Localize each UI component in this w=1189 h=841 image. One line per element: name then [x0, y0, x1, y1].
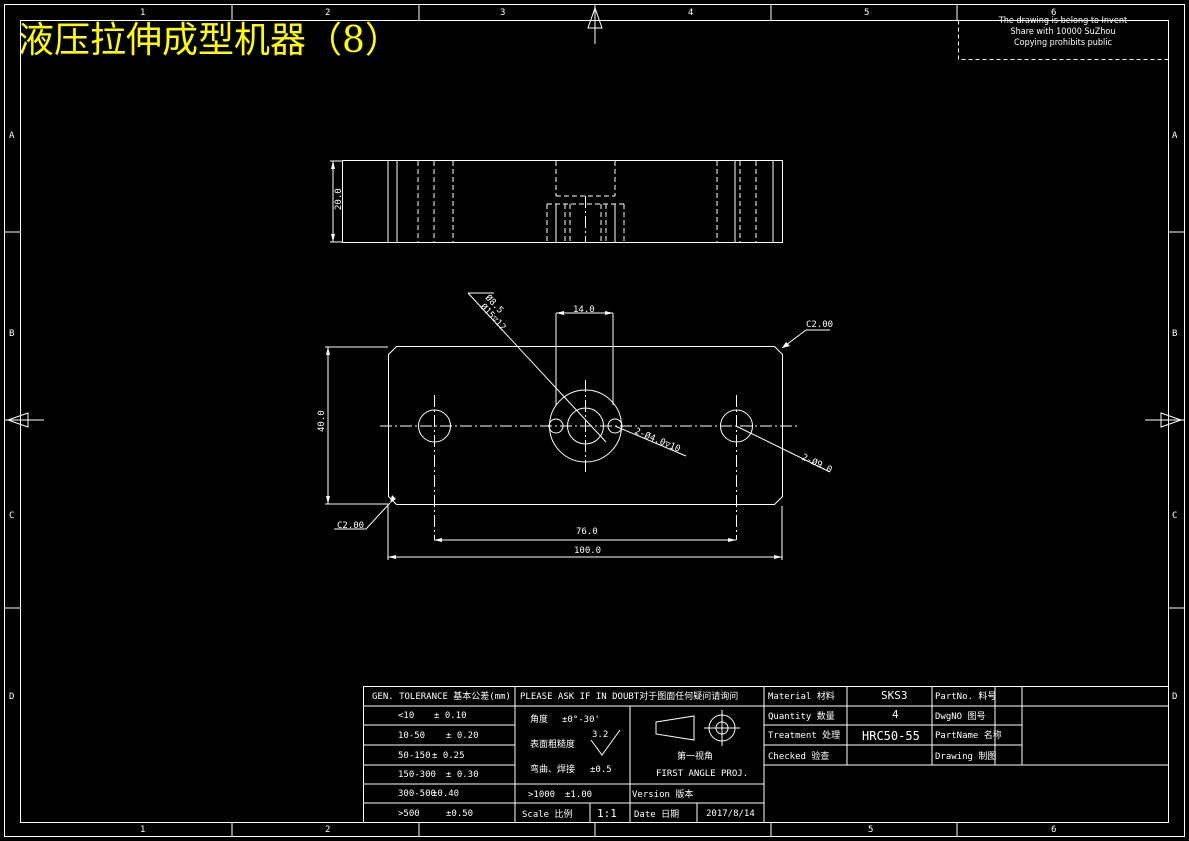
- angle-label: 角度: [530, 713, 548, 725]
- checked-label: Checked 验查: [768, 750, 829, 762]
- zone-ticks: [4, 4, 1185, 836]
- partname-label: PartName 名称: [935, 729, 1002, 741]
- notice-box: [958, 20, 1169, 60]
- roughness-value: 3.2: [592, 730, 608, 740]
- first-angle-en: FIRST ANGLE PROJ.: [656, 769, 748, 779]
- zone-col-2: 2: [325, 8, 330, 18]
- quantity-label: Quantity 数量: [768, 710, 835, 722]
- gen-tolerance: GEN. TOLERANCE 基本公差(mm): [372, 690, 511, 702]
- dim-height: 40.0: [317, 410, 327, 432]
- zone-row-a: A: [9, 131, 15, 141]
- over1000-label: >1000: [528, 790, 555, 800]
- side-view: [330, 160, 783, 243]
- dim-slot-width: 14.0: [573, 305, 595, 315]
- tol-value-6: ±0.50: [446, 809, 473, 819]
- weld-value: ±0.5: [590, 765, 612, 775]
- zone-col-5b: 5: [868, 825, 873, 835]
- quantity-value: 4: [892, 708, 899, 721]
- date-value: 2017/8/14: [706, 809, 755, 819]
- please-ask: PLEASE ASK IF IN DOUBT对于图面任何疑问请询问: [520, 690, 738, 702]
- scale-label: Scale 比例: [522, 808, 573, 820]
- zone-col-1b: 1: [140, 825, 145, 835]
- zone-col-4: 4: [688, 8, 693, 18]
- partno-label: PartNo. 料号: [935, 690, 996, 702]
- centering-arrows: [4, 4, 1185, 428]
- dim-hole-spacing: 76.0: [576, 527, 598, 537]
- title-block-lines: [363, 686, 1169, 823]
- inner-frame: [20, 20, 1169, 823]
- material-value: SKS3: [881, 689, 908, 702]
- drawing-label: Drawing 制图: [935, 750, 996, 762]
- notice-line-2: Share with 10000 SuZhou: [1010, 27, 1116, 37]
- zone-col-1: 1: [140, 8, 145, 18]
- zone-row-d-r: D: [1172, 692, 1177, 702]
- tol-value-4: ± 0.30: [446, 770, 479, 780]
- zone-col-6b: 6: [1051, 825, 1056, 835]
- tol-range-5: 300-500: [398, 789, 436, 799]
- zone-col-3: 3: [500, 8, 505, 18]
- dim-outer-holes: 2-Ø9.0: [800, 452, 834, 476]
- treatment-value: HRC50-55: [862, 729, 920, 743]
- zone-row-d: D: [9, 692, 14, 702]
- dim-width: 100.0: [574, 546, 601, 556]
- version-label: Version 版本: [632, 788, 693, 800]
- tol-value-3: ± 0.25: [432, 751, 465, 761]
- weld-label: 弯曲、焊接: [530, 763, 575, 775]
- over1000-value: ±1.00: [565, 790, 592, 800]
- zone-row-a-r: A: [1172, 131, 1178, 141]
- treatment-label: Treatment 处理: [768, 729, 840, 741]
- plan-view: [325, 292, 831, 560]
- zone-col-2b: 2: [325, 825, 330, 835]
- tol-range-2: 10-50: [398, 731, 425, 741]
- dimension-arrows: [326, 161, 790, 559]
- dim-chamfer-top: C2.00: [806, 320, 833, 330]
- zone-row-b-r: B: [1172, 329, 1177, 339]
- tol-range-3: 50-150: [398, 751, 431, 761]
- notice-line-3: Copying prohibits public: [1014, 38, 1112, 48]
- tol-value-2: ± 0.20: [446, 731, 479, 741]
- title-block-texts: GEN. TOLERANCE 基本公差(mm) PLEASE ASK IF IN…: [372, 689, 1002, 820]
- zone-row-c: C: [9, 511, 14, 521]
- tol-range-4: 150-300: [398, 770, 436, 780]
- zone-col-5: 5: [864, 8, 869, 18]
- drawing-title: 液压拉伸成型机器（8）: [18, 20, 401, 61]
- zone-row-b: B: [9, 329, 14, 339]
- tol-range-1: <10: [398, 711, 414, 721]
- date-label: Date 日期: [634, 809, 679, 820]
- zone-labels: 1 2 3 4 5 6 1 2 5 6 A B C D A B C D: [9, 8, 1178, 835]
- dwgno-label: DwgNO 图号: [935, 711, 986, 722]
- tol-value-5: ±0.40: [432, 789, 459, 799]
- first-angle-cn: 第一视角: [677, 750, 713, 762]
- zone-col-6: 6: [1051, 8, 1056, 18]
- outer-frame: [4, 4, 1185, 837]
- dim-chamfer-bottom: C2.00: [337, 521, 364, 531]
- material-label: Material 材料: [768, 690, 835, 702]
- tol-range-6: >500: [398, 809, 420, 819]
- angle-value: ±0°-30': [562, 715, 600, 725]
- roughness-label: 表面粗糙度: [530, 738, 575, 750]
- dim-small-holes: 2-Ø4.0▽10: [633, 426, 682, 455]
- zone-row-c-r: C: [1172, 511, 1177, 521]
- scale-value: 1:1: [597, 807, 617, 820]
- tol-value-1: ± 0.10: [434, 711, 467, 721]
- dim-side-height: 20.0: [334, 188, 344, 210]
- dimension-texts: 20.0 14.0 C2.00 C2.00 40.0 76.0 100.0 Ø8…: [317, 188, 834, 556]
